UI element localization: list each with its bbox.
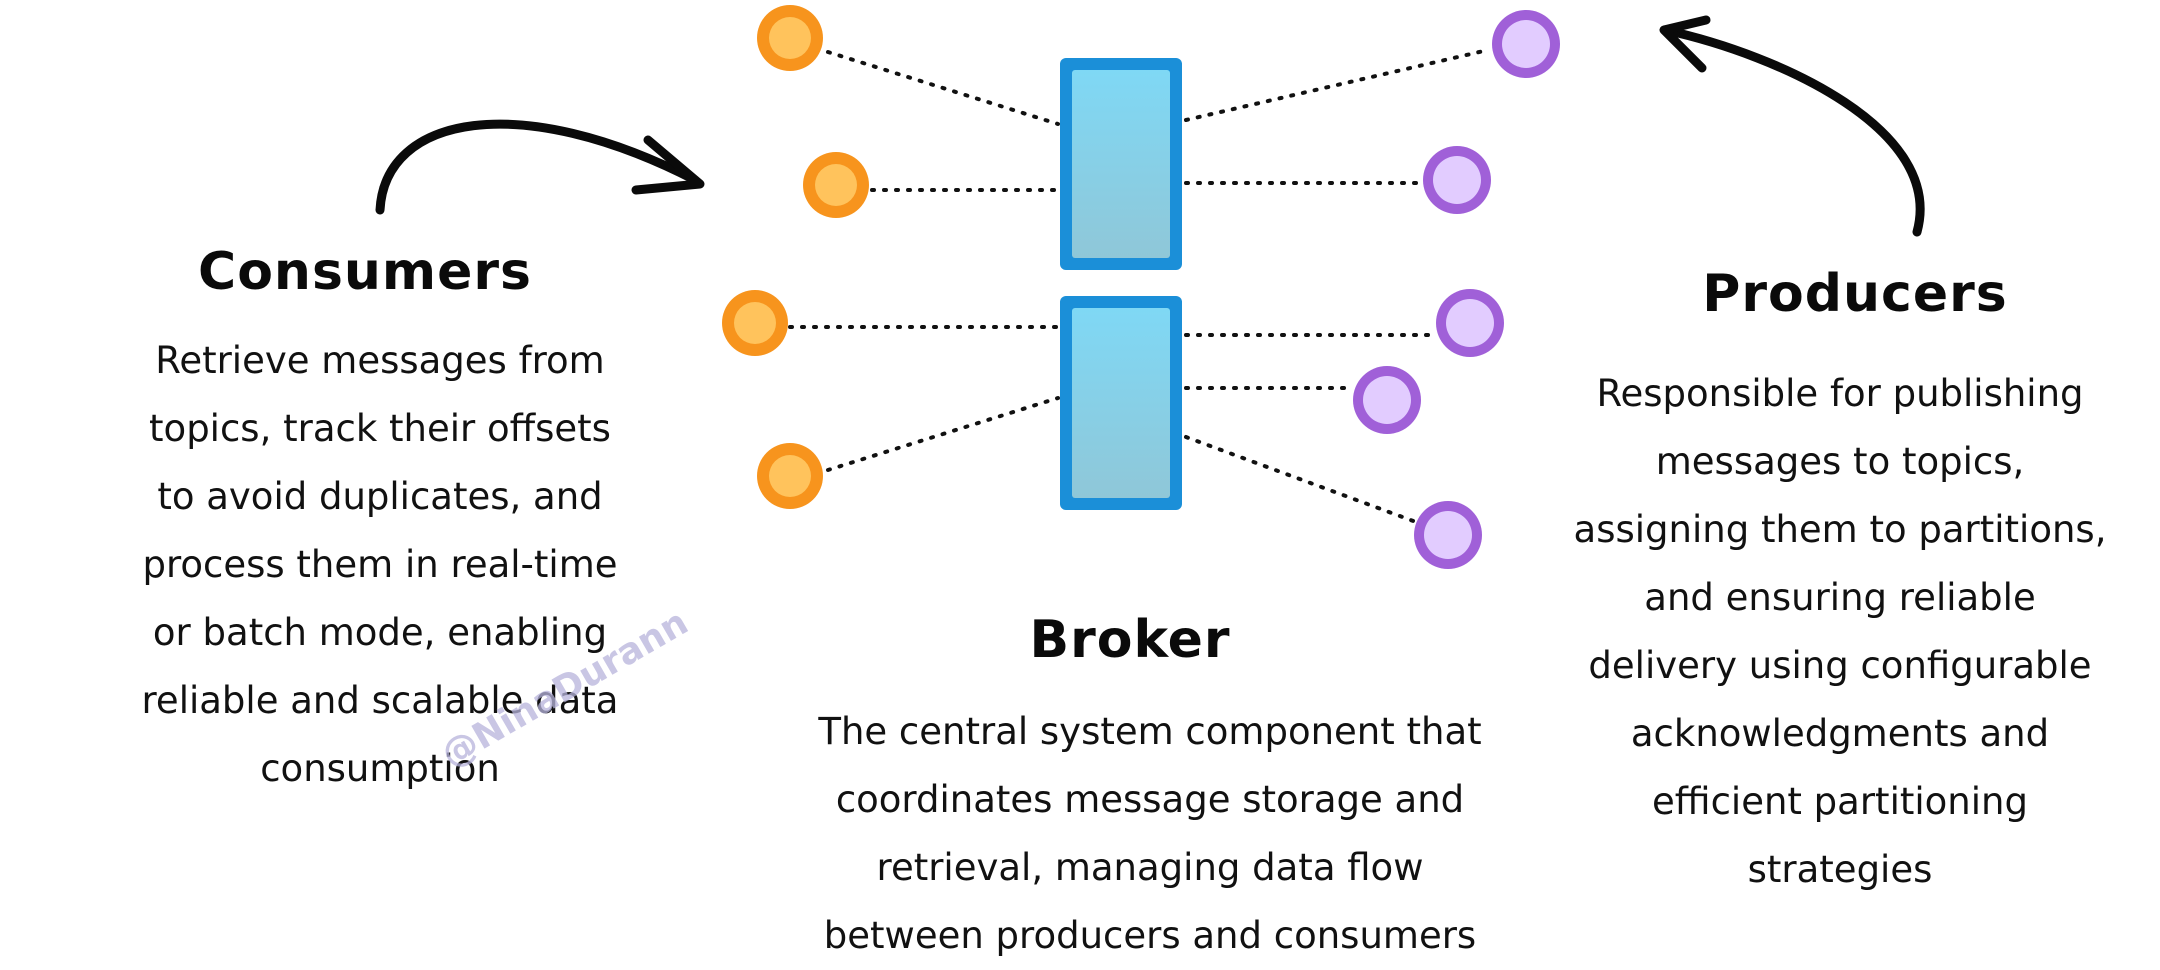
producer-node-inner	[1502, 20, 1550, 68]
broker-description: The central system component that coordi…	[790, 698, 1510, 970]
producer-node-inner	[1446, 299, 1494, 347]
consumer-nodes	[722, 5, 869, 509]
producer-node-inner	[1433, 156, 1481, 204]
producers-line: Responsible for publishing	[1596, 372, 2084, 415]
broker-partitions	[1060, 58, 1182, 510]
consumer-node-inner	[734, 302, 776, 344]
consumers-line: consumption	[260, 747, 500, 790]
producers-line: messages to topics,	[1655, 440, 2025, 483]
consumer-arrow-icon	[375, 119, 705, 215]
producer-nodes	[1353, 10, 1560, 569]
broker-line: retrieval, managing data flow	[876, 846, 1424, 889]
consumers-description: Retrieve messages from topics, track the…	[100, 327, 660, 803]
consumers-line: to avoid duplicates, and	[157, 475, 603, 518]
consumers-line: Retrieve messages from	[155, 339, 605, 382]
producers-line: efficient partitioning	[1652, 780, 2028, 823]
consumers-line: process them in real-time	[142, 543, 618, 586]
producers-line: acknowledgments and	[1630, 712, 2050, 755]
broker-partition-inner	[1072, 70, 1170, 258]
consumer-connections	[788, 50, 1060, 472]
consumers-line: or batch mode, enabling	[152, 611, 608, 654]
broker-title: Broker	[1029, 610, 1231, 670]
broker-line: The central system component that	[818, 710, 1482, 753]
producer-arrow-icon	[1659, 15, 1925, 237]
consumers-line: topics, track their offsets	[149, 407, 611, 450]
broker-line: coordinates message storage and	[835, 778, 1465, 821]
producers-line: and ensuring reliable	[1644, 576, 2036, 619]
consumer-node-inner	[769, 455, 811, 497]
consumer-node-inner	[815, 164, 857, 206]
producers-line: delivery using configurable	[1588, 644, 2092, 687]
producers-line: strategies	[1747, 848, 1933, 891]
connection-line	[826, 396, 1060, 472]
producer-node-inner	[1363, 376, 1411, 424]
producer-node-inner	[1424, 511, 1472, 559]
broker-line: between producers and consumers	[823, 914, 1477, 957]
producer-connections	[1184, 48, 1490, 524]
consumers-line: reliable and scalable data	[141, 679, 619, 722]
consumer-node-inner	[769, 17, 811, 59]
producers-title: Producers	[1702, 264, 2008, 324]
producers-description: Responsible for publishing messages to t…	[1545, 360, 2135, 904]
consumers-title: Consumers	[198, 242, 532, 302]
connection-line	[826, 50, 1060, 126]
connection-line	[1184, 48, 1490, 122]
connection-line	[1184, 435, 1418, 524]
producers-line: assigning them to partitions,	[1573, 508, 2107, 551]
broker-partition-inner	[1072, 308, 1170, 498]
